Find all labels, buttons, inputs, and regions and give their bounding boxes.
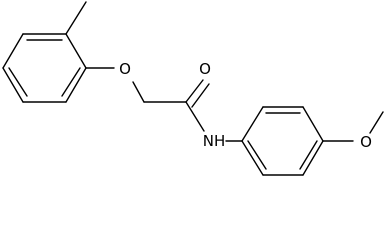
carbonyl-to-nh-bond bbox=[185, 101, 205, 132]
double-bond-inner bbox=[299, 140, 318, 170]
bond bbox=[241, 106, 264, 142]
ether-oxygen-label: O bbox=[119, 60, 131, 78]
amide-nh-label: NH bbox=[203, 132, 226, 150]
bond bbox=[302, 106, 324, 142]
carbonyl-double-bond-inner bbox=[191, 83, 210, 108]
tolyl-ring bbox=[2, 33, 87, 103]
bond bbox=[2, 33, 24, 69]
carbonyl-oxygen-label: O bbox=[199, 60, 211, 78]
bond bbox=[65, 67, 87, 103]
bond bbox=[65, 33, 87, 69]
methyl-bond bbox=[65, 1, 87, 35]
bond bbox=[2, 67, 24, 103]
methoxy-oxygen-label: O bbox=[360, 133, 372, 151]
double-bond-inner bbox=[61, 67, 81, 97]
molecule-structure: O O NH O bbox=[2, 1, 384, 176]
double-bond-inner bbox=[8, 67, 28, 97]
methoxy-to-methyl-bond bbox=[369, 111, 384, 134]
bond bbox=[302, 140, 324, 176]
ether-to-ch2-bond bbox=[132, 81, 145, 103]
bond bbox=[241, 140, 264, 176]
double-bond-inner bbox=[247, 140, 267, 170]
methoxyphenyl-ring bbox=[241, 106, 324, 176]
carbonyl-double-bond bbox=[185, 79, 204, 103]
